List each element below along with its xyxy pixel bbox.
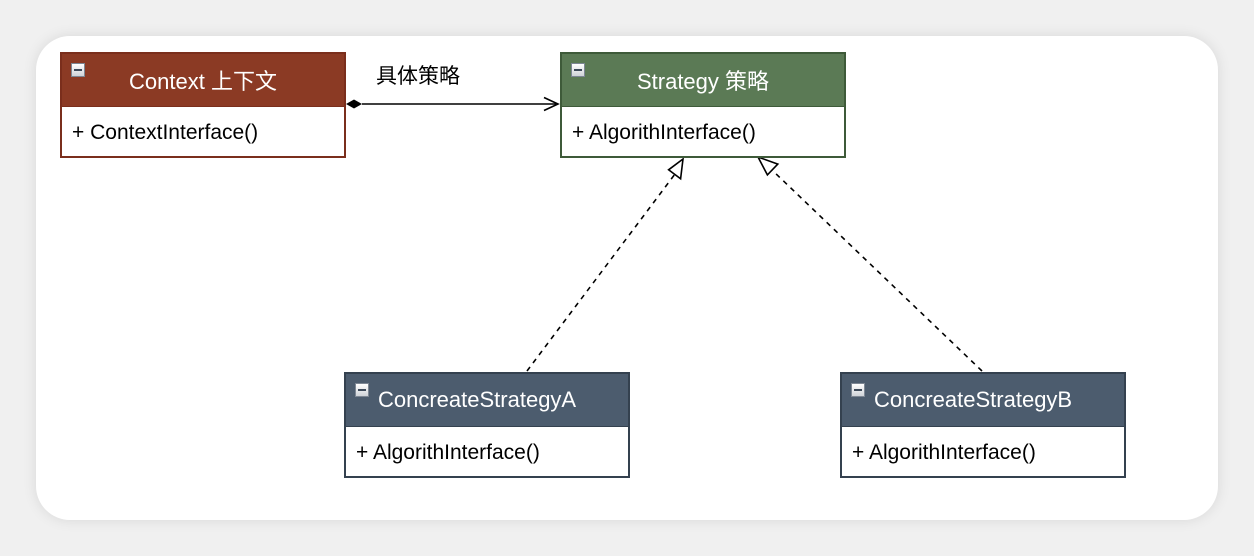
- class-context-method: + ContextInterface(): [62, 106, 344, 158]
- class-concrete-strategy-a[interactable]: ConcreateStrategyA + AlgorithInterface(): [344, 372, 630, 478]
- class-context-name: Context 上下文: [129, 69, 277, 94]
- hollow-triangle-arrowhead: [756, 155, 780, 177]
- aggregation-label: 具体策略: [376, 65, 460, 88]
- class-concrete-a-name: ConcreateStrategyA: [378, 387, 577, 412]
- class-strategy-method: + AlgorithInterface(): [562, 106, 844, 158]
- class-concrete-a-method: + AlgorithInterface(): [346, 426, 628, 478]
- class-strategy-header: Strategy 策略: [562, 54, 844, 106]
- class-strategy[interactable]: Strategy 策略 + AlgorithInterface(): [560, 52, 846, 158]
- collapse-icon[interactable]: [571, 63, 585, 77]
- collapse-icon[interactable]: [355, 383, 369, 397]
- class-concrete-b-method: + AlgorithInterface(): [842, 426, 1124, 478]
- class-context-header: Context 上下文: [62, 54, 344, 106]
- collapse-icon[interactable]: [71, 63, 85, 77]
- realization-connector-b: [756, 155, 983, 372]
- class-strategy-name: Strategy 策略: [636, 69, 770, 94]
- class-concrete-b-name: ConcreateStrategyB: [874, 387, 1073, 412]
- aggregation-connector: [346, 96, 560, 112]
- class-concrete-strategy-b[interactable]: ConcreateStrategyB + AlgorithInterface(): [840, 372, 1126, 478]
- class-concrete-a-header: ConcreateStrategyA: [346, 374, 628, 426]
- class-context[interactable]: Context 上下文 + ContextInterface(): [60, 52, 346, 158]
- collapse-icon[interactable]: [851, 383, 865, 397]
- hollow-triangle-arrowhead: [667, 157, 685, 181]
- realization-connector-a: [526, 157, 685, 372]
- aggregation-diamond: [346, 99, 362, 109]
- open-arrowhead: [543, 96, 560, 112]
- class-concrete-b-header: ConcreateStrategyB: [842, 374, 1124, 426]
